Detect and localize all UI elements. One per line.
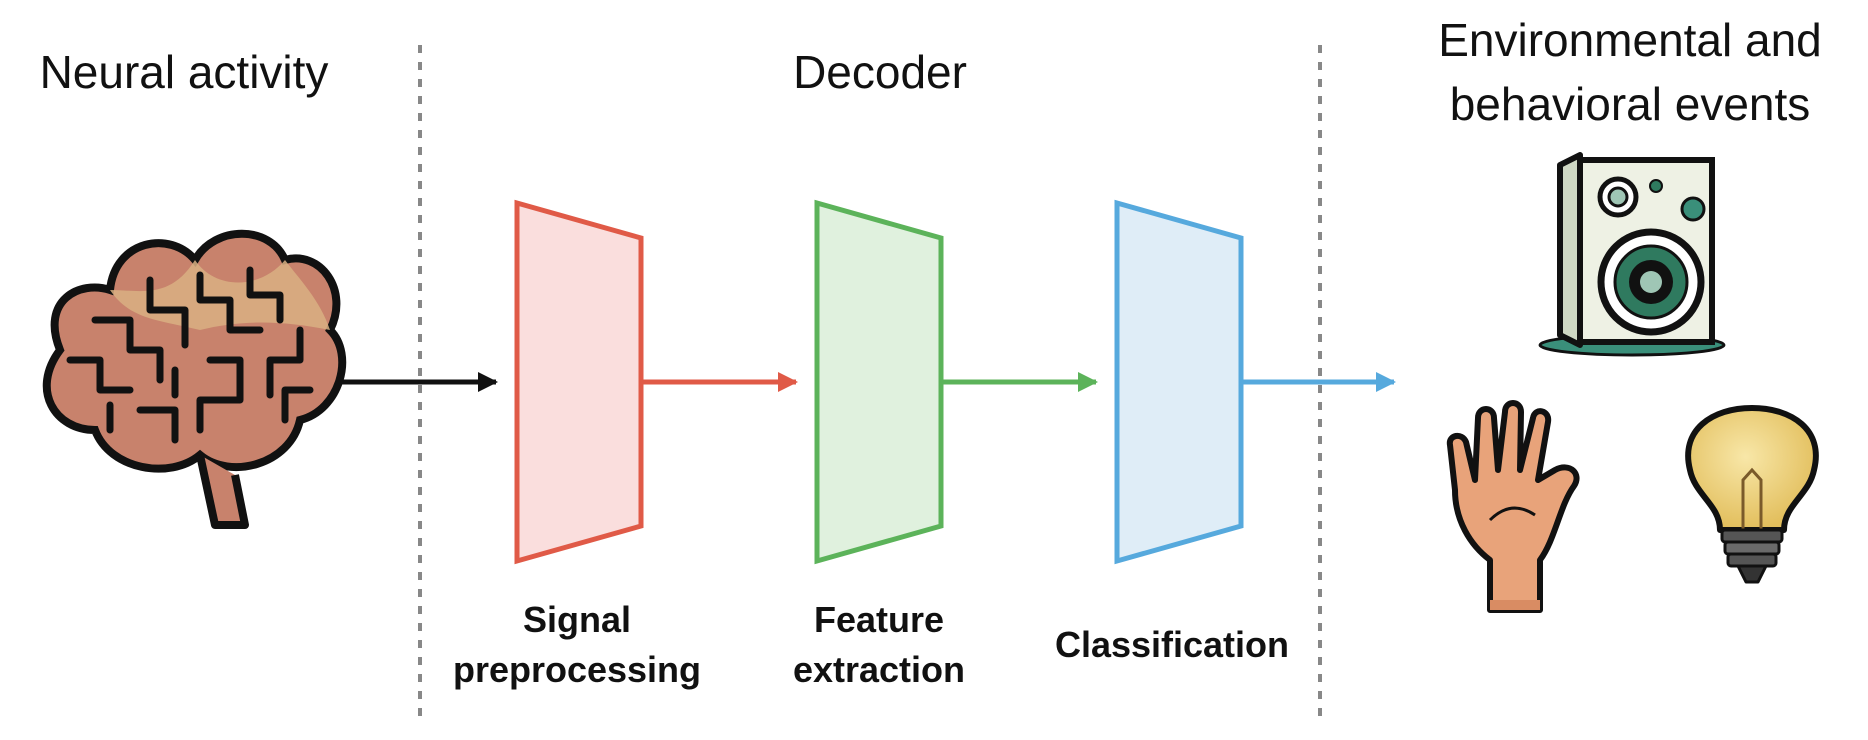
header-events-line1: Environmental and: [1438, 14, 1822, 66]
stage-1-label-line1: Signal: [523, 599, 631, 640]
stage-3-label: Classification: [1055, 624, 1289, 665]
stage-classification-block: [1114, 199, 1244, 565]
stage-feature-extraction-block: [814, 199, 944, 565]
lightbulb-icon: [1685, 405, 1819, 584]
speaker-icon: [1538, 152, 1726, 357]
stage-2-label-line2: extraction: [793, 649, 965, 690]
stage-2-label-line1: Feature: [814, 599, 944, 640]
brain-icon: [42, 229, 347, 529]
header-neural-activity: Neural activity: [40, 46, 329, 98]
header-decoder: Decoder: [793, 46, 967, 98]
stage-signal-preprocessing-block: [514, 199, 644, 565]
header-events-line2: behavioral events: [1450, 78, 1811, 130]
hand-icon: [1446, 400, 1580, 613]
stage-1-label-line2: preprocessing: [453, 649, 701, 690]
